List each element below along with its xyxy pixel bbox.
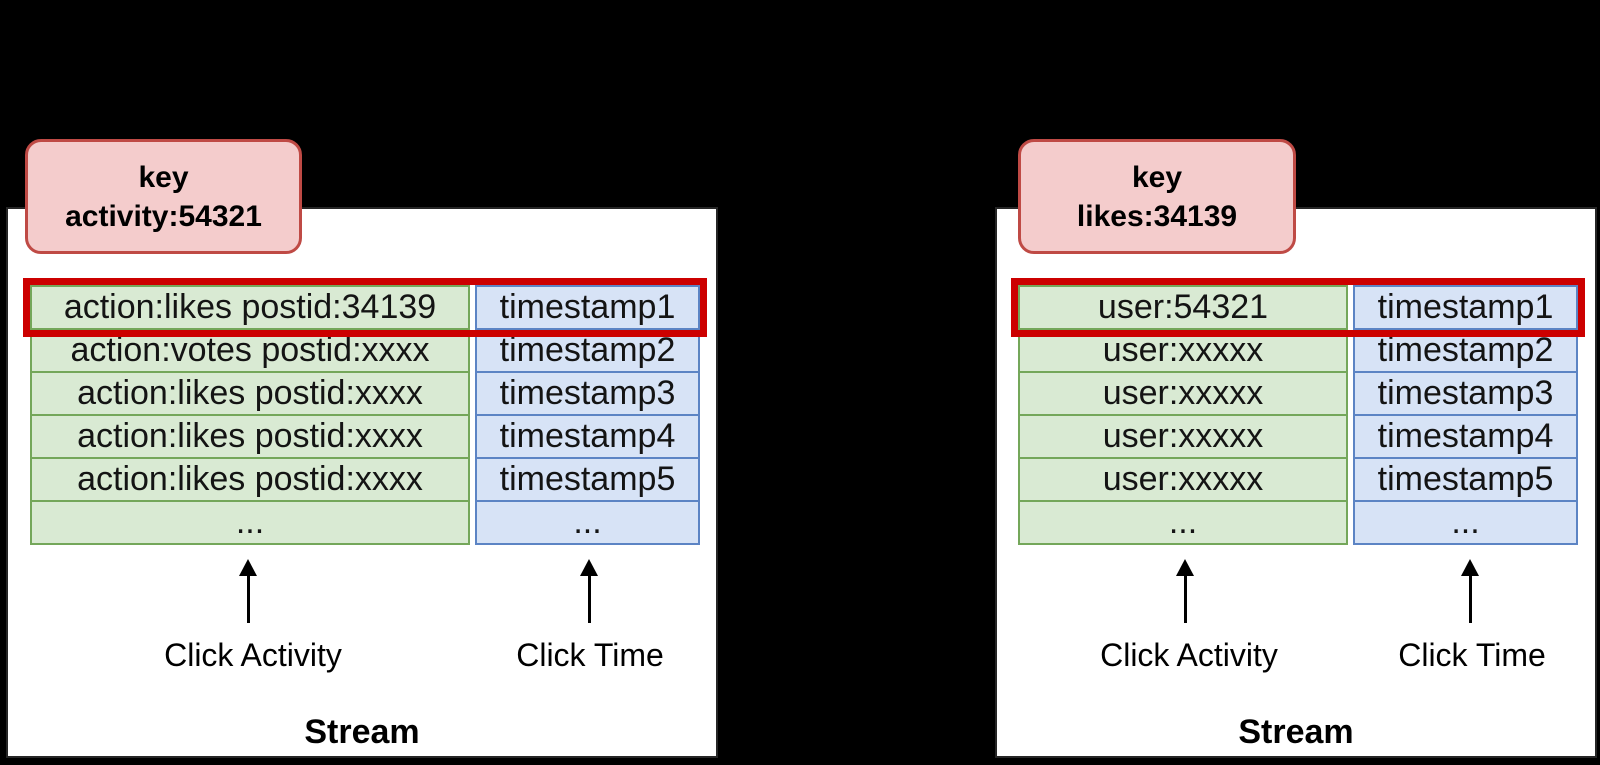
key-title: key: [138, 160, 189, 194]
time-cell: timestamp1: [1353, 285, 1578, 330]
stream-table: action:likes postid:34139 timestamp1 act…: [23, 278, 707, 545]
click-activity-label: Click Activity: [1100, 637, 1278, 673]
table-row: action:likes postid:xxxx timestamp4: [30, 414, 700, 459]
table-row: action:likes postid:34139 timestamp1: [30, 285, 700, 330]
arrow-shaft: [1469, 571, 1472, 623]
time-cell: timestamp5: [1353, 457, 1578, 502]
activity-cell: action:likes postid:xxxx: [30, 457, 470, 502]
stream-table: user:54321 timestamp1 user:xxxxx timesta…: [1011, 278, 1585, 545]
activity-cell: action:votes postid:xxxx: [30, 328, 470, 373]
activity-cell: action:likes postid:xxxx: [30, 414, 470, 459]
table-row: user:xxxxx timestamp4: [1018, 414, 1578, 459]
table-row: user:xxxxx timestamp2: [1018, 328, 1578, 373]
table-row: user:xxxxx timestamp3: [1018, 371, 1578, 416]
arrowhead-icon: [239, 559, 257, 576]
time-cell: timestamp4: [1353, 414, 1578, 459]
activity-cell: ...: [30, 500, 470, 545]
activity-cell: ...: [1018, 500, 1348, 545]
likes-stream-panel: key likes:34139 user:54321 timestamp1 us…: [995, 139, 1597, 758]
stream-caption: Stream: [304, 713, 420, 751]
arrowhead-icon: [580, 559, 598, 576]
time-cell: timestamp1: [475, 285, 700, 330]
activity-stream-panel: key activity:54321 action:likes postid:3…: [6, 139, 718, 758]
table-row: action:votes postid:xxxx timestamp2: [30, 328, 700, 373]
activity-cell: user:xxxxx: [1018, 371, 1348, 416]
table-row: action:likes postid:xxxx timestamp3: [30, 371, 700, 416]
time-cell: timestamp4: [475, 414, 700, 459]
activity-cell: user:xxxxx: [1018, 457, 1348, 502]
time-cell: ...: [475, 500, 700, 545]
table-row: user:xxxxx timestamp5: [1018, 457, 1578, 502]
arrowhead-icon: [1176, 559, 1194, 576]
arrow-shaft: [1184, 571, 1187, 623]
activity-cell: user:xxxxx: [1018, 414, 1348, 459]
click-activity-label: Click Activity: [164, 637, 342, 673]
time-cell: ...: [1353, 500, 1578, 545]
stream-caption: Stream: [1238, 713, 1354, 751]
time-cell: timestamp3: [1353, 371, 1578, 416]
activity-cell: user:54321: [1018, 285, 1348, 330]
arrow-shaft: [247, 571, 250, 623]
key-title: key: [1131, 160, 1183, 194]
table-row: action:likes postid:xxxx timestamp5: [30, 457, 700, 502]
time-cell: timestamp2: [1353, 328, 1578, 373]
table-row: ... ...: [30, 500, 700, 545]
arrow-shaft: [588, 571, 591, 623]
activity-cell: action:likes postid:xxxx: [30, 371, 470, 416]
table-row: user:54321 timestamp1: [1018, 285, 1578, 330]
click-time-label: Click Time: [516, 637, 664, 673]
key-value: likes:34139: [1076, 199, 1238, 233]
arrowhead-icon: [1461, 559, 1479, 576]
table-row: ... ...: [1018, 500, 1578, 545]
time-cell: timestamp3: [475, 371, 700, 416]
click-time-label: Click Time: [1398, 637, 1546, 673]
time-cell: timestamp5: [475, 457, 700, 502]
time-cell: timestamp2: [475, 328, 700, 373]
key-badge: key activity:54321: [25, 139, 302, 254]
key-badge: key likes:34139: [1018, 139, 1296, 254]
activity-cell: action:likes postid:34139: [30, 285, 470, 330]
activity-cell: user:xxxxx: [1018, 328, 1348, 373]
key-value: activity:54321: [65, 199, 262, 233]
